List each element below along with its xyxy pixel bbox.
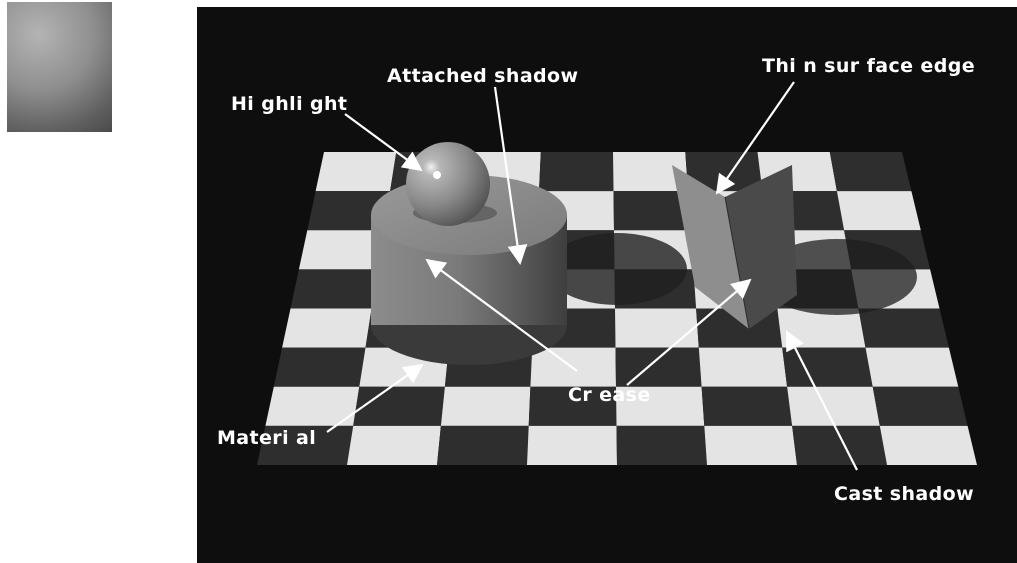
floor-tile [353,387,445,426]
scene-drawing [197,7,1017,563]
floor-tile [699,348,787,387]
floor-tile [347,426,441,465]
attached-shadow-label: Attached shadow [387,67,578,86]
floor-tile [282,309,372,348]
floor-tile [437,426,529,465]
floor-tile [274,348,366,387]
floor-tile [704,426,797,465]
cylinder-shadow [547,233,687,305]
shading-swatch [7,2,112,132]
cast-shadow-label: Cast shadow [834,485,974,504]
thin-surface-edge-label: Thi n sur face edge [762,57,975,76]
floor-tile [617,426,708,465]
floor-tile [880,426,977,465]
highlight-label: Hi ghli ght [231,95,347,114]
floor-tile [616,348,702,387]
floor-tile [615,309,699,348]
rendered-scene: Hi ghli ght Attached shadow Thi n sur fa… [197,7,1017,563]
floor-tile [830,152,912,191]
floor-tile [866,348,959,387]
floor-tile [782,348,873,387]
floor-tile [787,387,880,426]
floor-tile [702,387,793,426]
floor-tile [291,269,378,308]
floor-tile [441,387,531,426]
floor-tile [792,426,887,465]
floor-tile [527,426,617,465]
floor-tile [873,387,968,426]
floor-tile [837,191,921,230]
floor-tile [858,309,949,348]
floor-tile [777,309,865,348]
floor-tile [316,152,397,191]
crease-label: Cr ease [568,386,651,405]
floor-tile [539,152,614,191]
material-label: Materi al [217,429,316,448]
